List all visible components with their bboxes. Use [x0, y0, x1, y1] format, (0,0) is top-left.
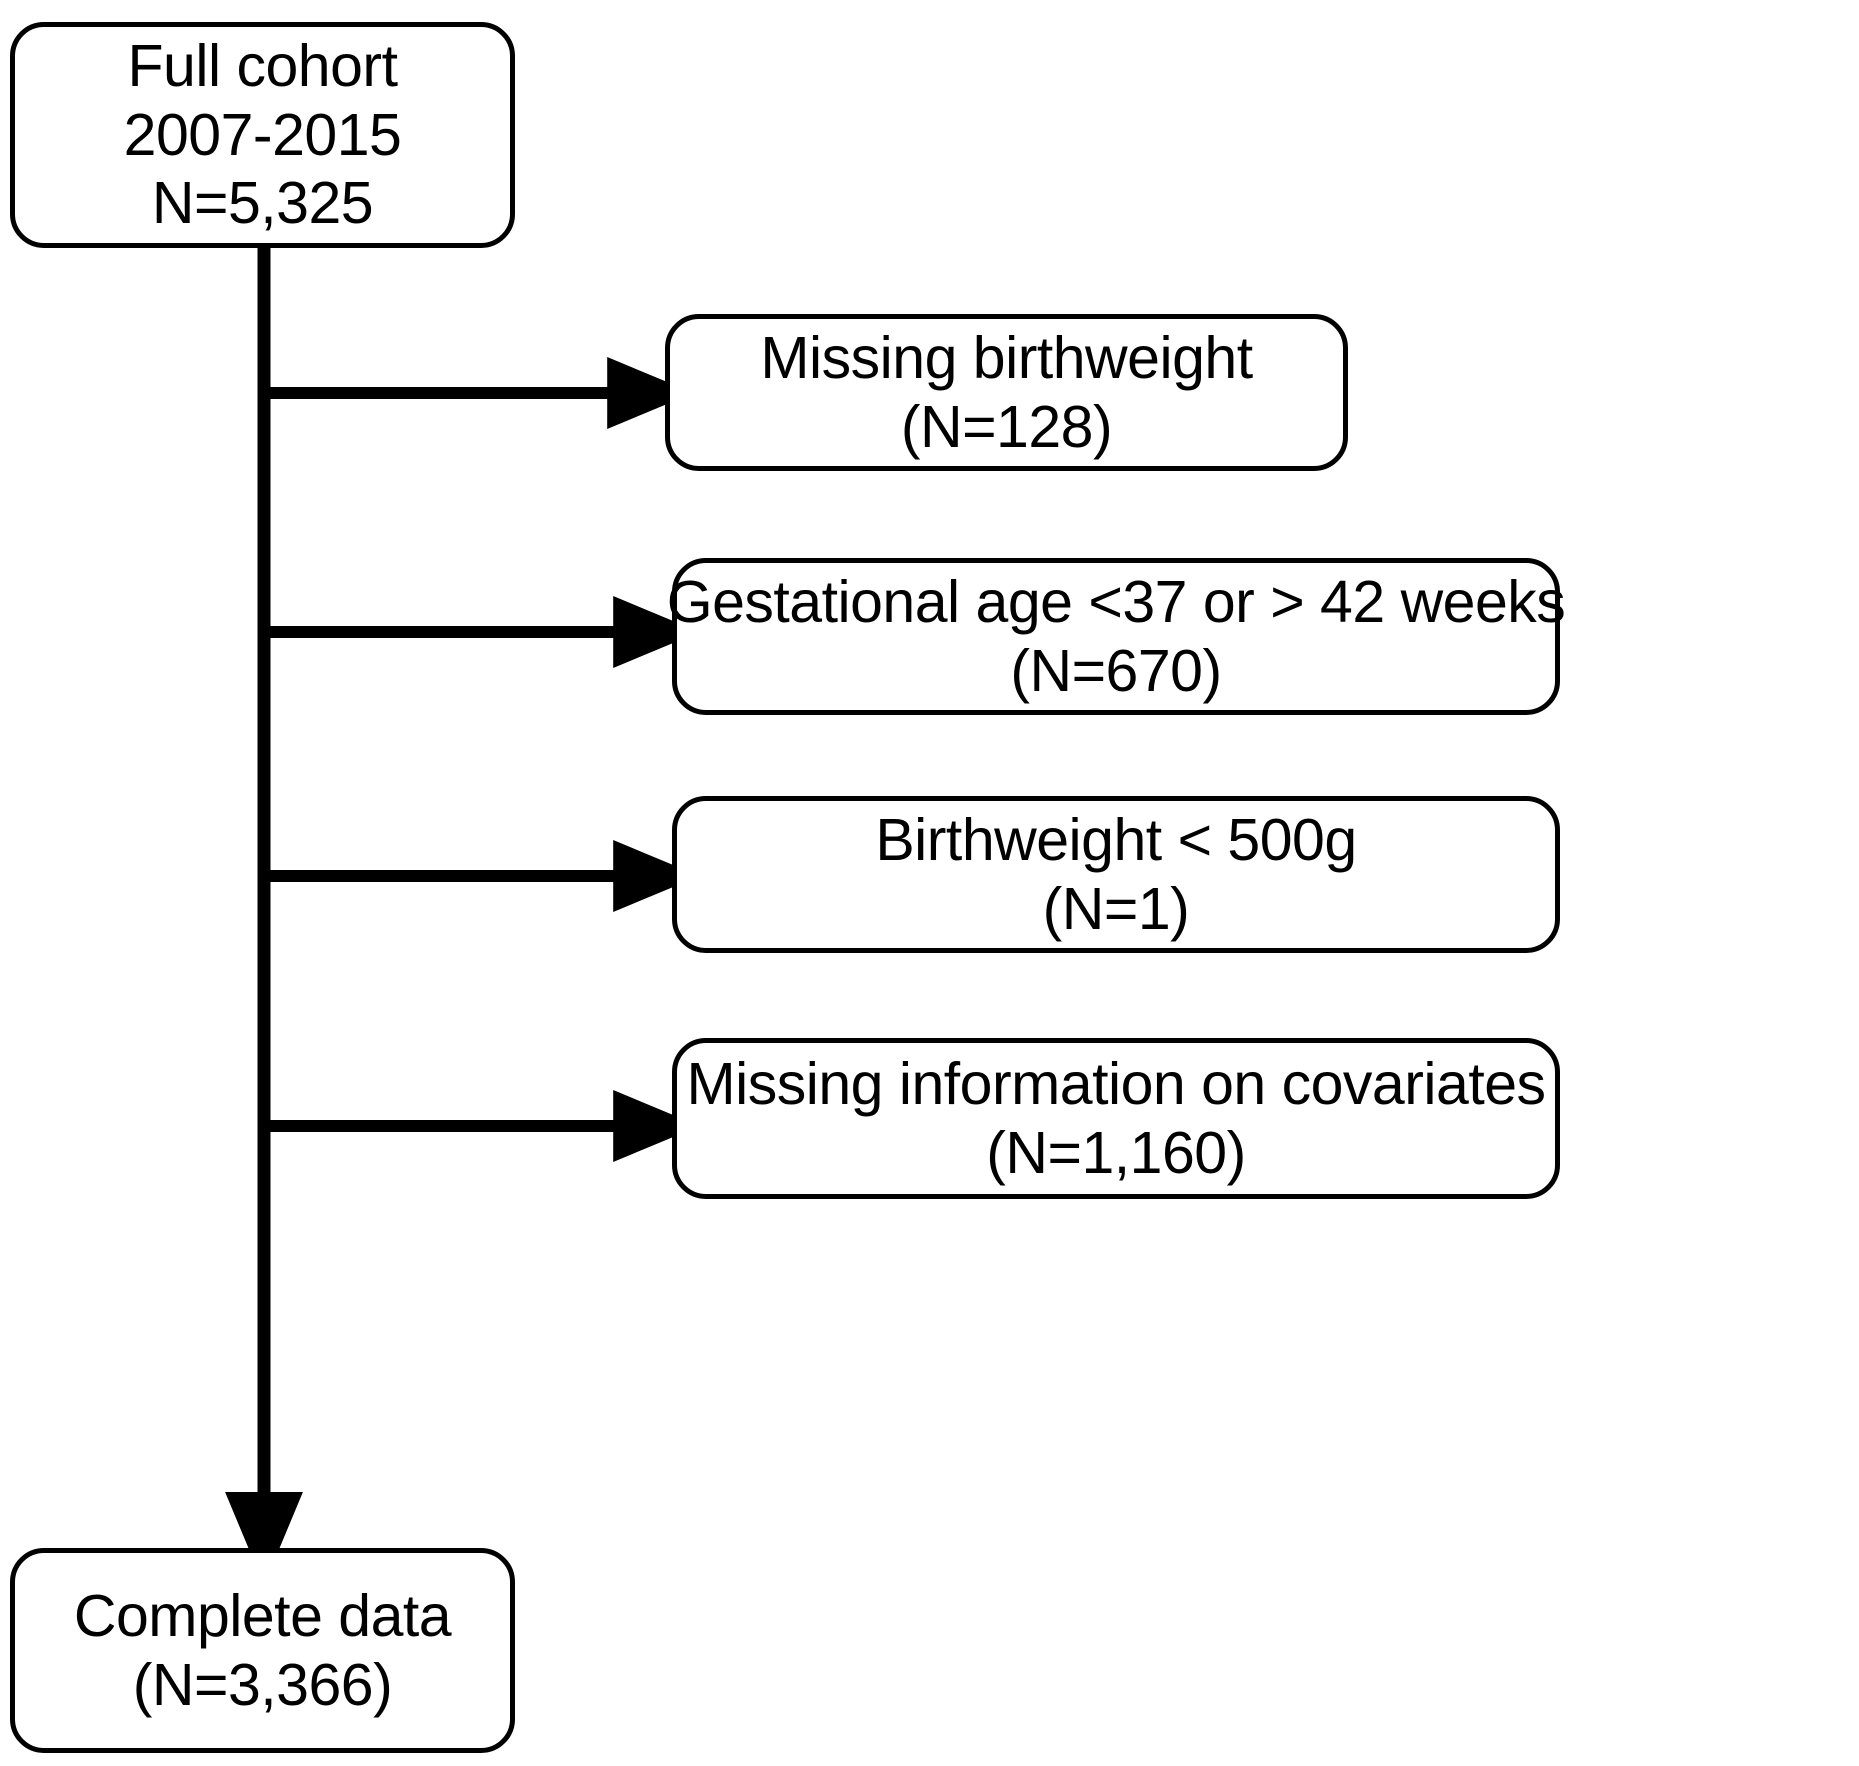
exclusion-reason: Gestational age <37 or > 42 weeks — [666, 569, 1566, 636]
complete-data-count: (N=3,366) — [132, 1651, 393, 1718]
node-full-cohort: Full cohort 2007-2015 N=5,325 — [10, 22, 515, 248]
node-exclusion-gestational-age: Gestational age <37 or > 42 weeks (N=670… — [667, 558, 1566, 715]
complete-data-title: Complete data — [73, 1583, 452, 1650]
exclusion-count: (N=1,160) — [986, 1119, 1246, 1186]
exclusion-reason: Missing information on covariates — [686, 1051, 1546, 1118]
full-cohort-count: N=5,325 — [151, 170, 374, 237]
exclusion-count: (N=670) — [1010, 637, 1222, 704]
node-complete-data: Complete data (N=3,366) — [10, 1548, 515, 1753]
node-exclusion-missing-covariates: Missing information on covariates (N=1,1… — [672, 1038, 1560, 1199]
exclusion-count: (N=128) — [900, 393, 1113, 460]
node-exclusion-birthweight-under-500g: Birthweight < 500g (N=1) — [672, 796, 1560, 953]
full-cohort-title: Full cohort — [127, 33, 398, 100]
full-cohort-period: 2007-2015 — [123, 101, 402, 168]
exclusion-reason: Missing birthweight — [760, 325, 1253, 392]
node-exclusion-missing-birthweight: Missing birthweight (N=128) — [665, 314, 1348, 471]
exclusion-count: (N=1) — [1042, 875, 1190, 942]
exclusion-reason: Birthweight < 500g — [875, 807, 1357, 874]
